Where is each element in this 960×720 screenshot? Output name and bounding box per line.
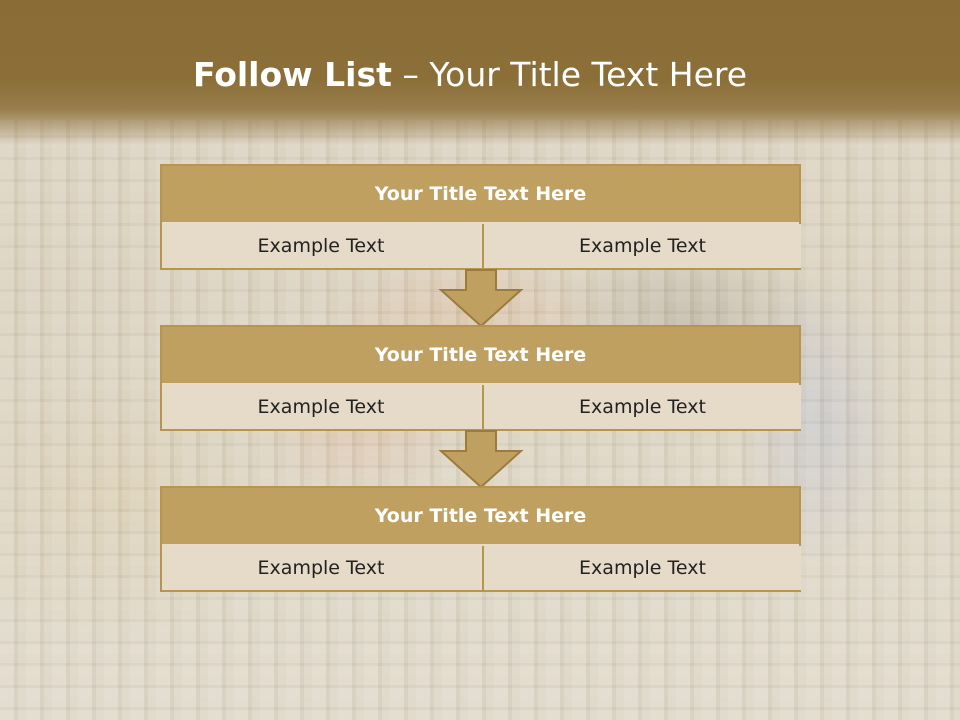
step-block-2: Your Title Text Here Example Text Exampl…	[160, 325, 801, 431]
step-cell-left: Example Text	[162, 385, 480, 429]
down-arrow-icon	[438, 269, 524, 328]
header-band	[0, 0, 960, 145]
down-arrow-icon	[438, 430, 524, 489]
step-cell-left: Example Text	[162, 224, 480, 268]
step-cell-right: Example Text	[482, 546, 801, 590]
step-block-1: Your Title Text Here Example Text Exampl…	[160, 164, 801, 270]
step-title: Your Title Text Here	[162, 166, 799, 224]
step-title: Your Title Text Here	[162, 488, 799, 546]
slide-title-rest: – Your Title Text Here	[391, 55, 748, 94]
slide-title: Follow List – Your Title Text Here	[0, 52, 940, 98]
step-block-3: Your Title Text Here Example Text Exampl…	[160, 486, 801, 592]
step-cell-right: Example Text	[482, 385, 801, 429]
slide-title-bold: Follow List	[192, 55, 392, 94]
step-cell-left: Example Text	[162, 546, 480, 590]
step-cell-right: Example Text	[482, 224, 801, 268]
step-title: Your Title Text Here	[162, 327, 799, 385]
